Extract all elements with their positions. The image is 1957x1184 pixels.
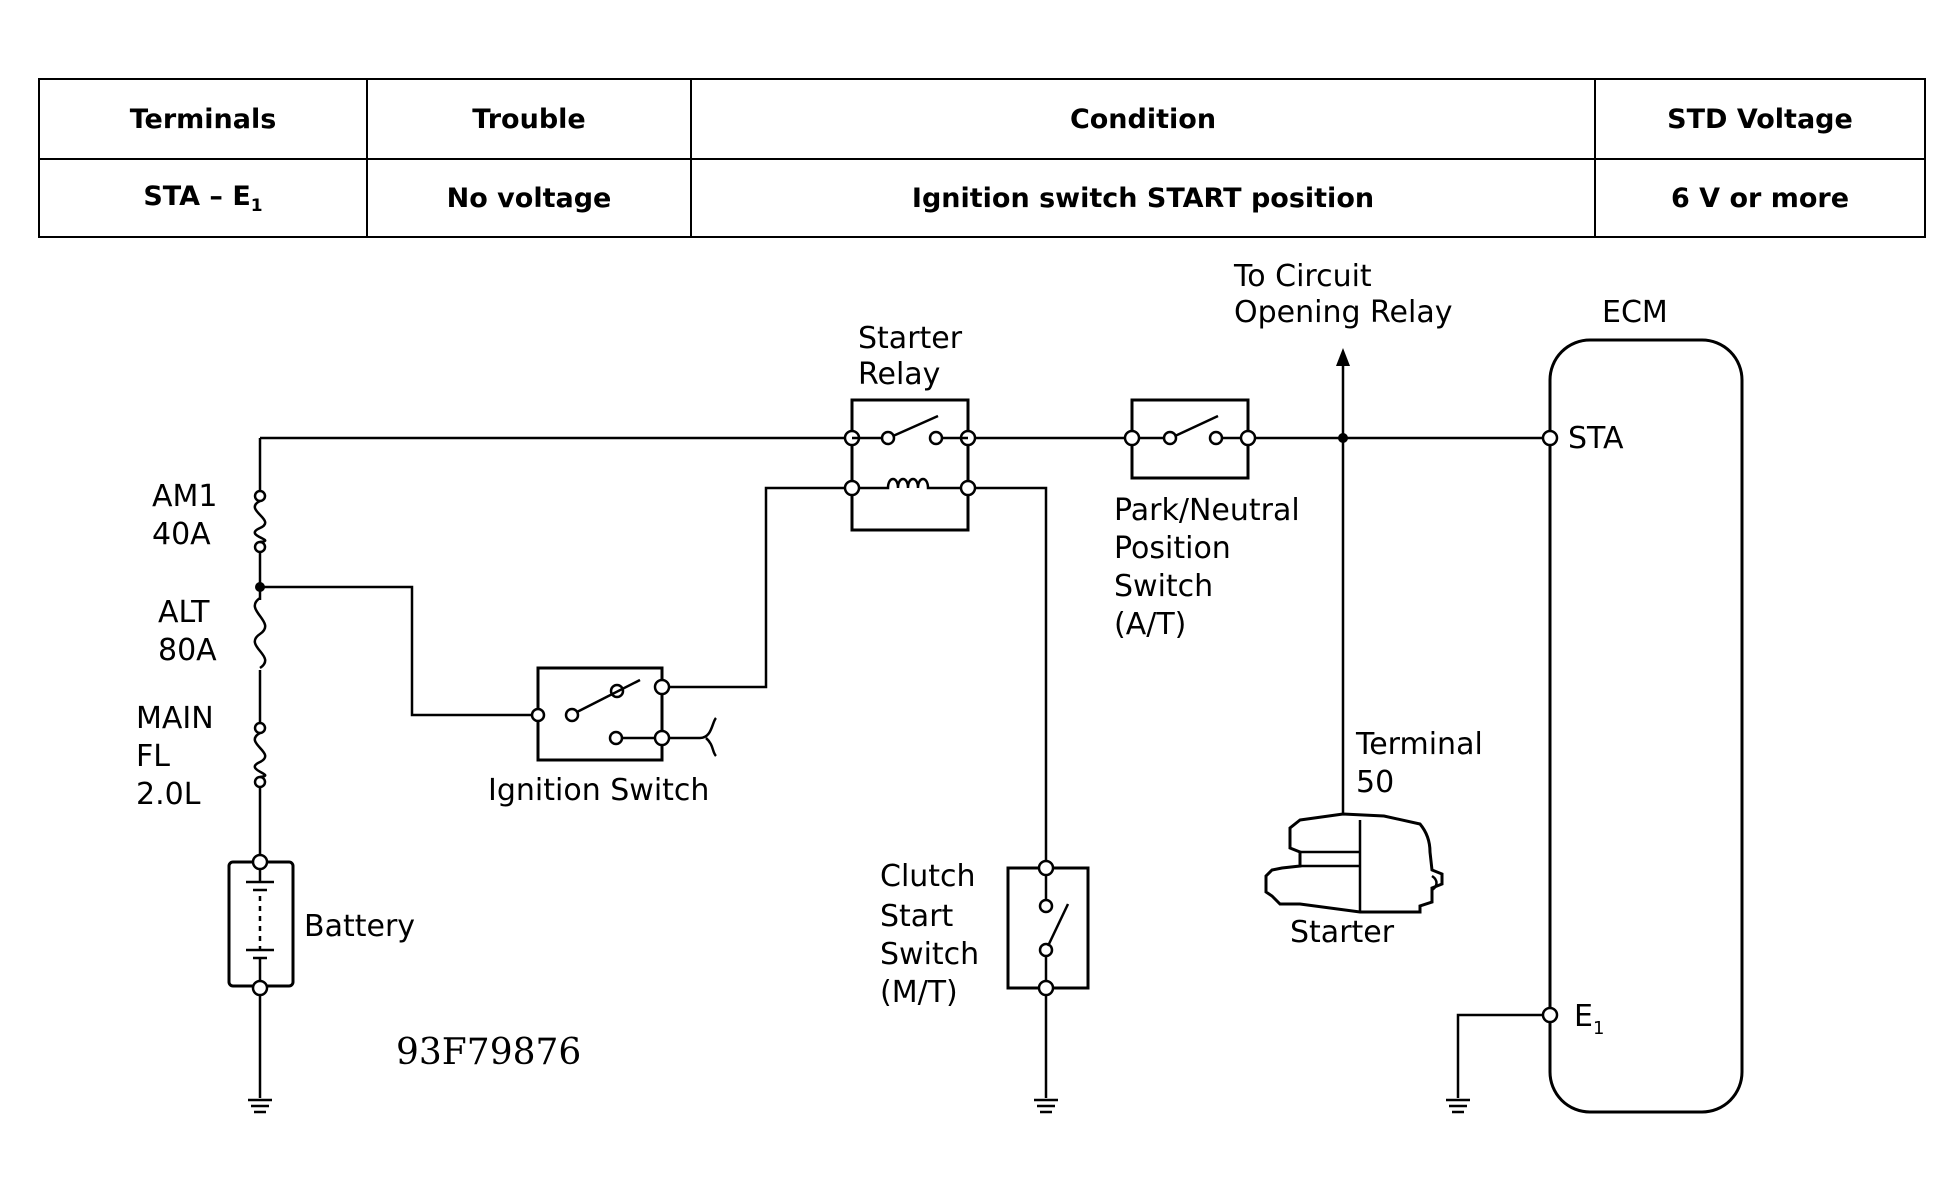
label-terminal-50-2: 50 bbox=[1356, 765, 1394, 800]
label-e1-main: E bbox=[1574, 999, 1593, 1034]
label-park-neutral-4: (A/T) bbox=[1114, 607, 1186, 642]
sta-terminal bbox=[1541, 429, 1559, 447]
label-clutch-1: Clutch bbox=[880, 859, 976, 894]
arrow-up-icon bbox=[1336, 348, 1350, 366]
clutch-start-switch-icon bbox=[1006, 859, 1090, 997]
label-sta: STA bbox=[1568, 421, 1624, 456]
label-e1-sub: 1 bbox=[1593, 1018, 1604, 1039]
label-battery: Battery bbox=[304, 909, 415, 944]
header-terminals: Terminals bbox=[38, 78, 368, 160]
label-circuit-opening-2: Opening Relay bbox=[1234, 295, 1452, 330]
spec-table: Terminals Trouble Condition STD Voltage … bbox=[38, 78, 1926, 238]
starter-motor-icon bbox=[1264, 812, 1444, 914]
label-am1-1: AM1 bbox=[152, 479, 218, 514]
label-main-fl-2: FL bbox=[136, 739, 170, 774]
cell-trouble: No voltage bbox=[366, 158, 692, 238]
fuse-alt-icon bbox=[253, 596, 267, 670]
label-main-fl-1: MAIN bbox=[136, 701, 214, 736]
header-std-voltage: STD Voltage bbox=[1594, 78, 1926, 160]
label-park-neutral-3: Switch bbox=[1114, 569, 1213, 604]
ignition-switch-icon bbox=[530, 666, 718, 762]
ground-icon bbox=[248, 1098, 272, 1114]
label-park-neutral-1: Park/Neutral bbox=[1114, 493, 1300, 528]
junction-dot bbox=[255, 582, 265, 592]
label-ecm: ECM bbox=[1602, 295, 1668, 330]
label-starter-relay-2: Relay bbox=[858, 357, 940, 392]
label-starter-relay-1: Starter bbox=[858, 321, 963, 356]
label-alt-1: ALT bbox=[158, 595, 210, 630]
e1-terminal bbox=[1541, 1006, 1559, 1024]
header-trouble: Trouble bbox=[366, 78, 692, 160]
figure-code: 93F79876 bbox=[396, 1032, 581, 1073]
label-ignition-switch: Ignition Switch bbox=[488, 773, 709, 808]
label-alt-2: 80A bbox=[158, 633, 217, 668]
table-row: STA – E1 No voltage Ignition switch STAR… bbox=[38, 158, 1926, 238]
header-condition: Condition bbox=[690, 78, 1596, 160]
ecm-box bbox=[1548, 338, 1744, 1114]
cell-condition: Ignition switch START position bbox=[690, 158, 1596, 238]
battery-icon bbox=[227, 853, 295, 997]
park-neutral-switch-icon bbox=[1123, 398, 1257, 480]
junction-dot bbox=[1338, 433, 1348, 443]
fuse-main-fl-icon bbox=[253, 721, 267, 789]
label-starter: Starter bbox=[1290, 915, 1395, 950]
label-clutch-2: Start bbox=[880, 899, 954, 934]
label-am1-2: 40A bbox=[152, 517, 211, 552]
cell-terminals: STA – E1 bbox=[38, 158, 368, 238]
label-terminal-50-1: Terminal bbox=[1355, 727, 1483, 762]
terminals-subscript: 1 bbox=[250, 195, 263, 216]
table-header-row: Terminals Trouble Condition STD Voltage bbox=[38, 78, 1926, 160]
label-clutch-4: (M/T) bbox=[880, 975, 958, 1010]
ground-icon bbox=[1034, 1098, 1058, 1114]
starter-relay-icon bbox=[843, 398, 977, 532]
label-clutch-3: Switch bbox=[880, 937, 979, 972]
ground-icon bbox=[1446, 1098, 1470, 1114]
label-main-fl-3: 2.0L bbox=[136, 777, 201, 812]
label-circuit-opening-1: To Circuit bbox=[1233, 259, 1372, 294]
terminals-text: STA – E bbox=[143, 180, 251, 212]
wiring bbox=[258, 362, 1550, 1098]
cell-voltage: 6 V or more bbox=[1594, 158, 1926, 238]
label-e1: E1 bbox=[1574, 999, 1604, 1039]
label-park-neutral-2: Position bbox=[1114, 531, 1231, 566]
fuse-am1-icon bbox=[253, 489, 267, 554]
